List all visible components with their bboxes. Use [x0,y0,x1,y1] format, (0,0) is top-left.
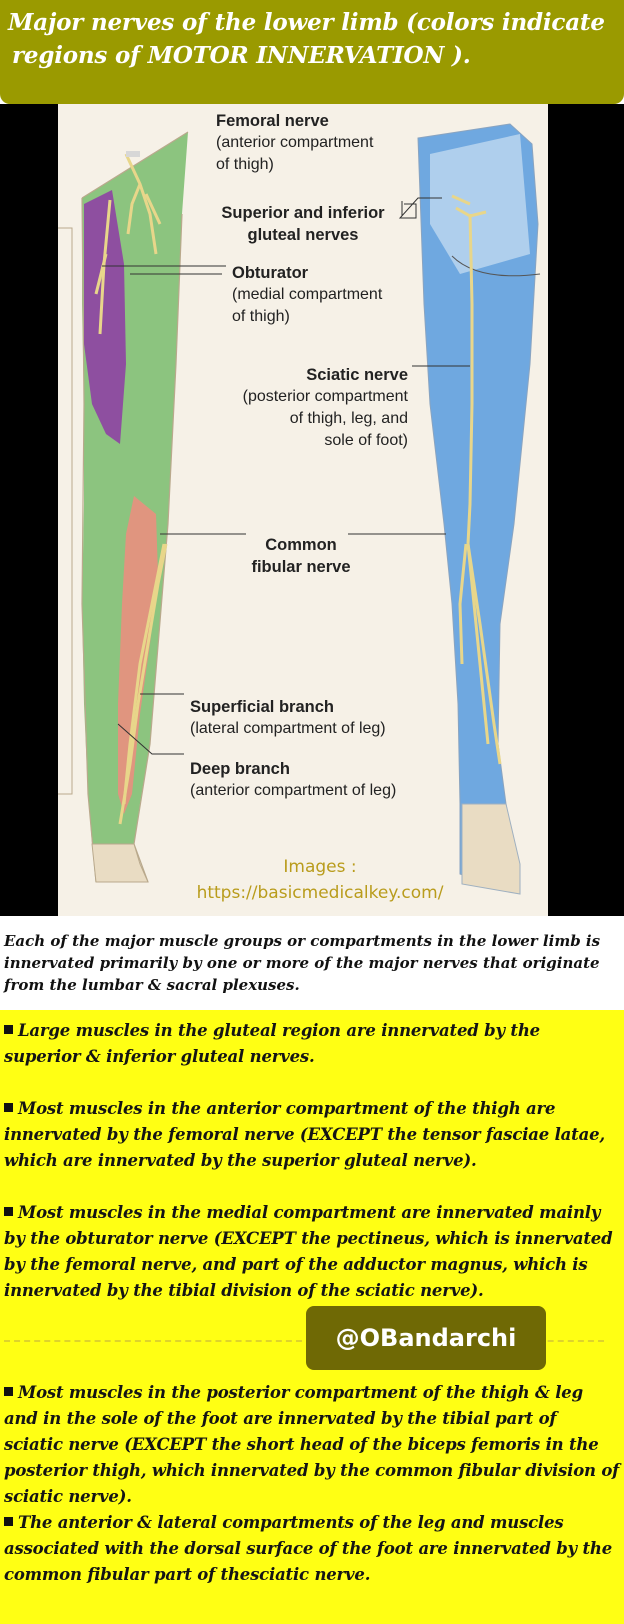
watermark-badge: @OBandarchi [306,1306,546,1370]
deep-branch-name: Deep branch [190,760,290,778]
sciatic-nerve-desc-2: of thigh, leg, and [289,410,408,427]
title-banner: Major nerves of the lower limb (colors i… [0,0,624,104]
gluteal-nerves-line-1: Superior and inferior [221,204,385,222]
femoral-nerve-desc-2: of thigh) [216,156,274,173]
note-anterior-thigh-text: Most muscles in the anterior compartment… [4,1099,605,1170]
gluteal-nerves-label: Superior and inferior gluteal nerves [208,202,398,246]
right-heel [461,803,521,895]
femoral-nerve-label: Femoral nerve (anterior compartment of t… [216,110,373,176]
obturator-name: Obturator [232,264,309,282]
obturator-desc-1: (medial compartment [232,286,383,303]
right-nerves [451,194,502,765]
note-gluteal: Large muscles in the gluteal region are … [4,1018,620,1070]
bullet-icon [4,1207,13,1216]
sciatic-nerve-desc-1: (posterior compartment [242,388,408,405]
sciatic-nerve-label: Sciatic nerve (posterior compartment of … [214,364,408,452]
bullet-icon [4,1387,13,1396]
left-nerves [94,153,168,825]
gluteal-fold [451,255,541,277]
image-credit: Images : https://basicmedicalkey.com/ [170,854,470,906]
medial-thigh-region [84,190,126,444]
sciatic-nerve-desc-3: sole of foot) [324,432,408,449]
deep-branch-label: Deep branch (anterior compartment of leg… [190,758,396,802]
leader-lines [102,197,470,755]
title-line-1: Major nerves of the lower limb (colors i… [8,9,605,36]
note-anterior-lateral-leg: The anterior & lateral compartments of t… [4,1510,620,1588]
common-fibular-line-1: Common [265,536,337,554]
anterior-leg-region [118,496,158,814]
note-anterior-lateral-leg-text: The anterior & lateral compartments of t… [4,1513,612,1584]
credit-line-2: https://basicmedicalkey.com/ [196,883,444,903]
bullet-icon [4,1103,13,1112]
divider [4,1340,604,1342]
femoral-nerve-desc-1: (anterior compartment [216,134,374,151]
note-medial-text: Most muscles in the medial compartment a… [4,1203,613,1300]
superficial-branch-desc: (lateral compartment of leg) [190,720,386,737]
superficial-branch-label: Superficial branch (lateral compartment … [190,696,386,740]
obturator-label: Obturator (medial compartment of thigh) [232,262,382,328]
obturator-desc-2: of thigh) [232,308,290,325]
note-gluteal-text: Large muscles in the gluteal region are … [4,1021,540,1066]
left-foot [91,843,149,883]
note-posterior: Most muscles in the posterior compartmen… [4,1380,620,1510]
gluteal-nerves-line-2: gluteal nerves [247,226,359,244]
note-posterior-text: Most muscles in the posterior compartmen… [4,1383,620,1506]
leg-illustration [58,123,541,895]
common-fibular-label: Common fibular nerve [236,534,366,578]
sciatic-nerve-name: Sciatic nerve [306,366,408,384]
femoral-nerve-name: Femoral nerve [216,112,329,130]
gluteal-highlight [430,134,530,274]
superficial-branch-name: Superficial branch [190,698,334,716]
bullet-icon [4,1517,13,1526]
bullet-icon [4,1025,13,1034]
common-fibular-line-2: fibular nerve [251,558,351,576]
deep-branch-desc: (anterior compartment of leg) [190,782,397,799]
hip-outline [58,227,73,795]
credit-line-1: Images : [283,857,357,877]
page-title: Major nerves of the lower limb (colors i… [8,6,620,72]
intro-text: Each of the major muscle groups or compa… [4,932,601,994]
note-medial: Most muscles in the medial compartment a… [4,1200,620,1304]
title-line-2: regions of MOTOR INNERVATION ). [12,42,471,69]
note-anterior-thigh: Most muscles in the anterior compartment… [4,1096,620,1174]
